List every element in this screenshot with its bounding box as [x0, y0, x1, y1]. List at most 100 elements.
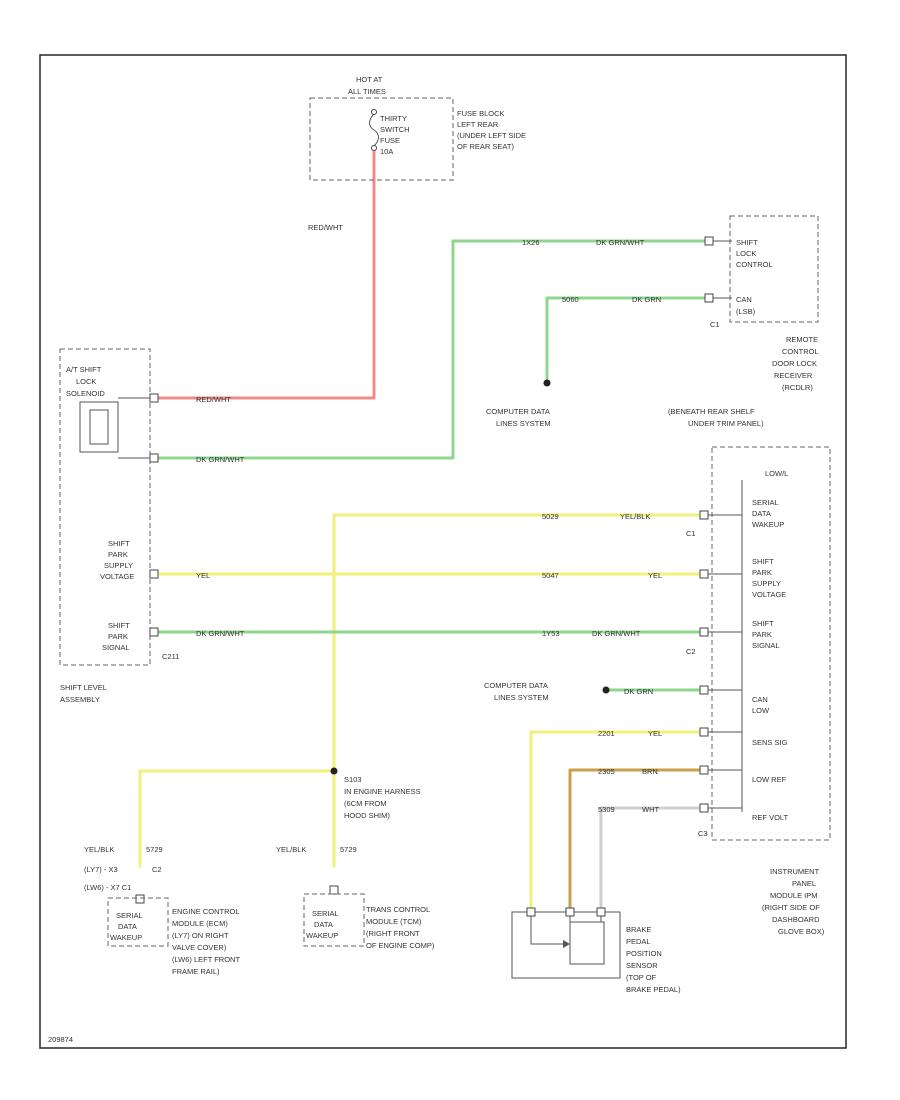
- brake-sensor-name-6: BRAKE PEDAL): [626, 985, 681, 994]
- wire-label-supply-right: YEL: [648, 571, 662, 580]
- ipc-name-3: MODULE IPM: [770, 891, 818, 900]
- shift-park-signal-label-3: SIGNAL: [102, 643, 130, 652]
- rcdlr-name-3: DOOR LOCK: [772, 359, 817, 368]
- hot-at-label-2: ALL TIMES: [348, 87, 386, 96]
- wire-sense-signal: [529, 730, 702, 914]
- tcm-name-4: OF ENGINE COMP): [366, 941, 435, 950]
- computer-data-node-1: [543, 379, 551, 387]
- ipc-connector-c2: C2: [686, 647, 696, 656]
- shift-level-assembly-name: SHIFT LEVEL: [60, 683, 107, 692]
- wire-label-red-white: RED/WHT: [308, 223, 343, 232]
- wire-label-low-ref-color: BRN: [642, 767, 658, 776]
- ipc-pin-can-low: [699, 685, 709, 695]
- wire-label-shift-lock-color: DK GRN/WHT: [596, 238, 645, 247]
- ecm-wire-color: YEL/BLK: [84, 845, 114, 854]
- brake-sensor-pin-3: [596, 907, 606, 917]
- ecm-name-4: VALVE COVER): [172, 943, 227, 952]
- computer-data-label-2b: LINES SYSTEM: [494, 693, 549, 702]
- shift-park-supply-label-3: SUPPLY: [104, 561, 133, 570]
- wire-label-serial-circuit: 5029: [542, 512, 559, 521]
- fuse-block-outline: [309, 97, 454, 181]
- wire-label-ref-color: WHT: [642, 805, 659, 814]
- fuse-block-name-4: OF REAR SEAT): [457, 142, 514, 151]
- ipc-sense-label: SENS SIG: [752, 738, 788, 747]
- rcdlr-name-4: RECEIVER: [774, 371, 813, 380]
- ecm-connector-1: (LY7) - X3: [84, 865, 118, 874]
- shift-lever-pin-signal: [149, 627, 159, 637]
- ipc-module-outline: [711, 446, 831, 841]
- brake-sensor-name: BRAKE: [626, 925, 651, 934]
- hot-at-label: HOT AT: [356, 75, 383, 84]
- ipc-name: INSTRUMENT: [770, 867, 820, 876]
- computer-data-label-1: COMPUTER DATA: [486, 407, 550, 416]
- brake-sensor-name-2: PEDAL: [626, 937, 651, 946]
- wire-label-supply-left: YEL: [196, 571, 210, 580]
- ipc-pin-serial: [699, 510, 709, 520]
- wire-label-ref-circuit: 5309: [598, 805, 615, 814]
- shift-park-signal-label-2: PARK: [108, 632, 128, 641]
- computer-data-label-1b: LINES SYSTEM: [496, 419, 551, 428]
- wire-label-shift-lock-solenoid: DK GRN/WHT: [196, 455, 245, 464]
- fuse-name: THIRTY: [380, 114, 407, 123]
- fuse-block-name: FUSE BLOCK: [457, 109, 505, 118]
- ipc-supply-label: SHIFT: [752, 557, 774, 566]
- ipc-pin-sense: [699, 727, 709, 737]
- ipc-pin-ref-volt: [699, 803, 709, 813]
- fuse-block-name-3: (UNDER LEFT SIDE: [457, 131, 526, 140]
- ipc-connector-c3: C3: [698, 829, 708, 838]
- ecm-box-label-3: WAKEUP: [110, 933, 142, 942]
- tcm-box-label: SERIAL: [312, 909, 339, 918]
- shift-park-supply-label: SHIFT: [108, 539, 130, 548]
- tcm-box-label-3: WAKEUP: [306, 931, 338, 940]
- wire-label-sense-circuit: 2201: [598, 729, 615, 738]
- ipc-name-2: PANEL: [792, 879, 816, 888]
- wire-serial-data-trunk: [332, 513, 702, 868]
- fuse-name-3: FUSE: [380, 136, 400, 145]
- solenoid-pin-2: [149, 453, 159, 463]
- wire-shift-lock-control: [156, 239, 707, 460]
- wire-ref-volt: [599, 806, 702, 914]
- ecm-name: ENGINE CONTROL: [172, 907, 240, 916]
- potentiometer-wiper-icon: [530, 916, 566, 945]
- rcdlr-can-label: CAN: [736, 295, 752, 304]
- solenoid-name-2: LOCK: [76, 377, 96, 386]
- ipc-serial-label: SERIAL: [752, 498, 779, 507]
- tcm-pin: [329, 885, 339, 895]
- rcdlr-connector-label: C1: [710, 320, 720, 329]
- tcm-name-3: (RIGHT FRONT: [366, 929, 420, 938]
- tcm-wire-circuit: 5729: [340, 845, 357, 854]
- solenoid-name-3: SOLENOID: [66, 389, 105, 398]
- ipc-serial-label-2: DATA: [752, 509, 771, 518]
- ipc-pin-low-ref: [699, 765, 709, 775]
- solenoid-core-icon: [89, 409, 109, 445]
- tcm-wire-color: YEL/BLK: [276, 845, 306, 854]
- fuse-rating: 10A: [380, 147, 393, 156]
- fuse-block-name-2: LEFT REAR: [457, 120, 499, 129]
- splice-node: [330, 767, 338, 775]
- ipc-pin-supply: [699, 569, 709, 579]
- splice-id: S103: [344, 775, 362, 784]
- rcdlr-name-2: CONTROL: [782, 347, 819, 356]
- ipc-name-5: DASHBOARD: [772, 915, 820, 924]
- ipc-signal-label-3: SIGNAL: [752, 641, 780, 650]
- ecm-connector-1b: C2: [152, 865, 162, 874]
- wire-label-can-circuit: 5060: [562, 295, 579, 304]
- ecm-name-5: (LW6) LEFT FRONT: [172, 955, 240, 964]
- ipc-supply-label-2: PARK: [752, 568, 772, 577]
- rcdlr-name-5: (RCDLR): [782, 383, 813, 392]
- wire-label-signal-left: DK GRN/WHT: [196, 629, 245, 638]
- rcdlr-pin-shift-lock: [704, 236, 714, 246]
- rcdlr-pin-can: [704, 293, 714, 303]
- diagram-frame: [39, 54, 847, 1049]
- ipc-supply-label-3: SUPPLY: [752, 579, 781, 588]
- splice-location: IN ENGINE HARNESS: [344, 787, 421, 796]
- solenoid-name: A/T SHIFT: [66, 365, 102, 374]
- rcdlr-shift-lock-label-2: LOCK: [736, 249, 756, 258]
- ecm-box-label: SERIAL: [116, 911, 143, 920]
- ipc-serial-label-3: WAKEUP: [752, 520, 784, 529]
- potentiometer-arrow-icon: [563, 940, 570, 948]
- diagram-code: 209874: [48, 1035, 73, 1044]
- rcdlr-name-7: UNDER TRIM PANEL): [688, 419, 764, 428]
- brake-sensor-pin-2: [565, 907, 575, 917]
- rcdlr-outline: [729, 215, 819, 323]
